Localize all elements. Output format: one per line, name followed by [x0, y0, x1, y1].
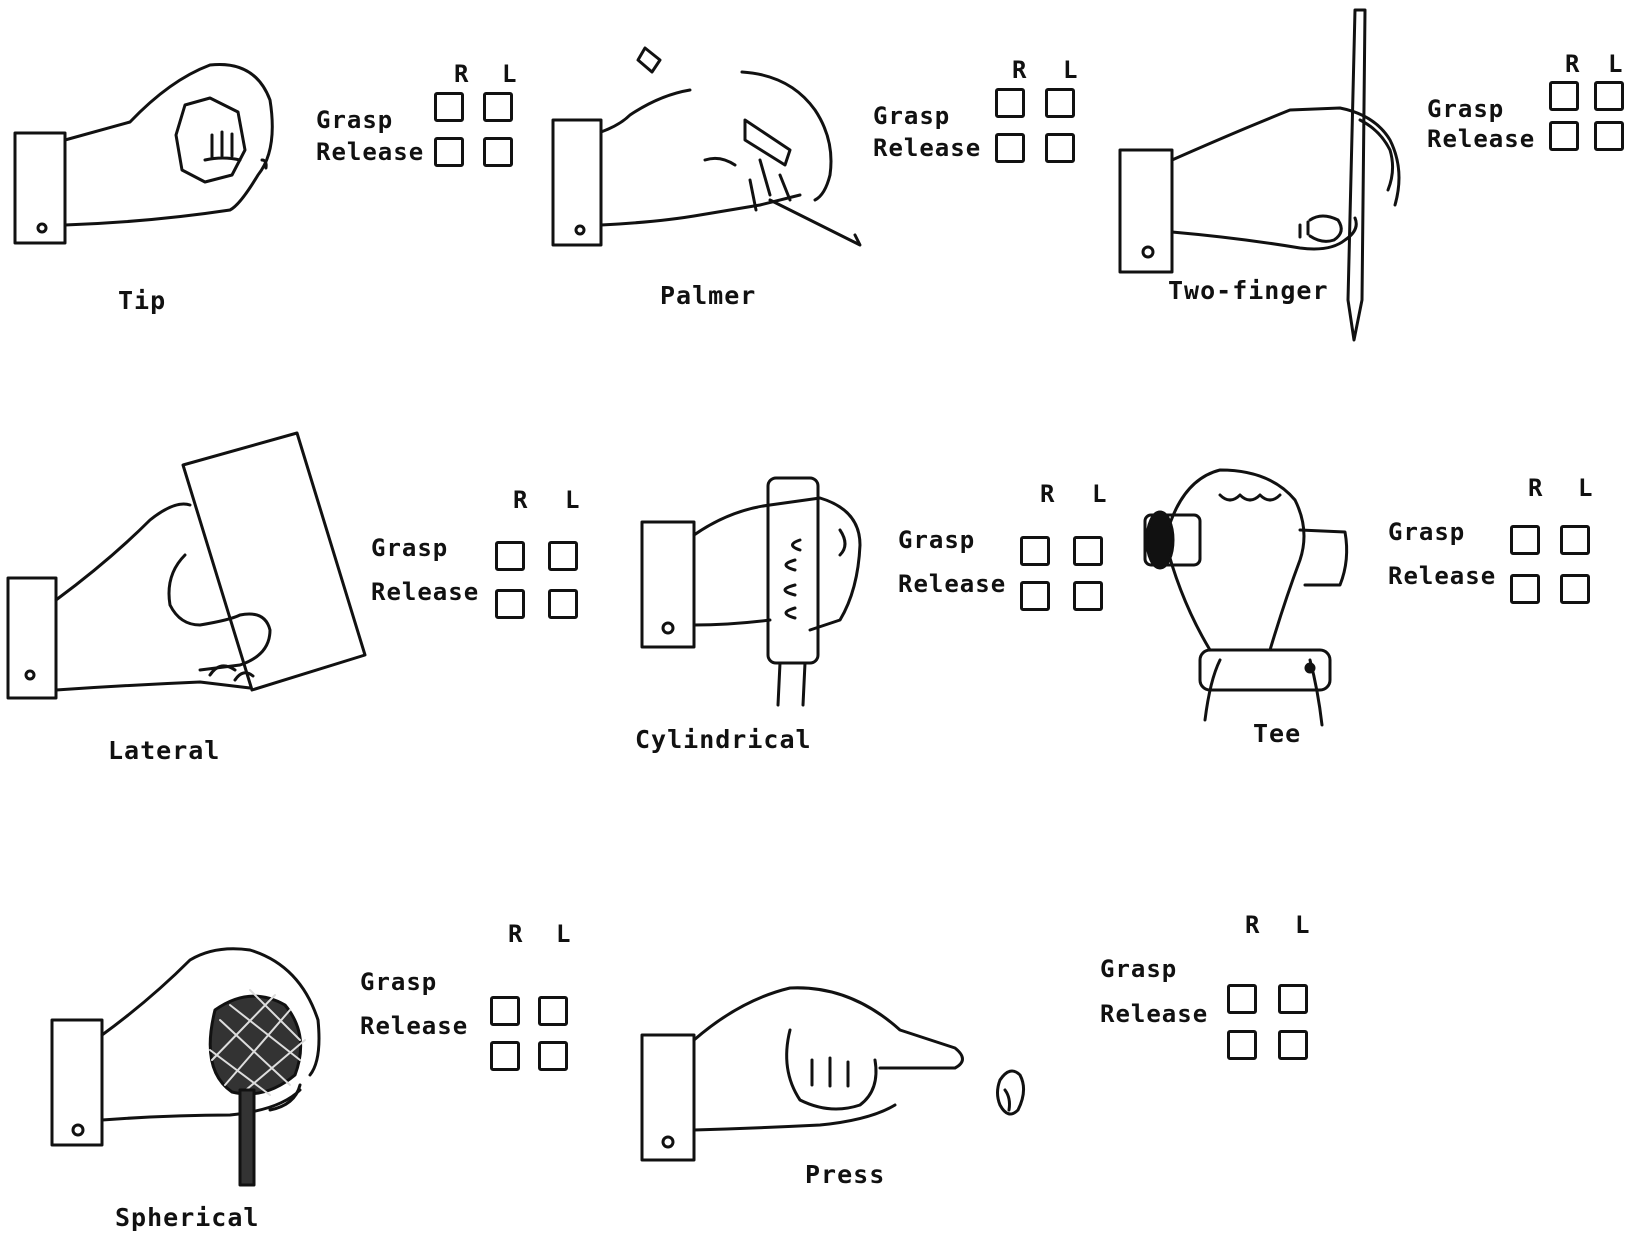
- tip-release-l-checkbox[interactable]: [483, 137, 513, 167]
- tee-col-r-header: R: [1528, 474, 1544, 502]
- press-col-r-header: R: [1245, 911, 1261, 939]
- lateral-release-label: Release: [371, 578, 480, 606]
- cylindrical-release-label: Release: [898, 570, 1007, 598]
- palmer-caption: Palmer: [660, 281, 757, 310]
- cylindrical-grasp-r-checkbox[interactable]: [1020, 536, 1050, 566]
- tee-grasp-r-checkbox[interactable]: [1510, 525, 1540, 555]
- cylindrical-grasp-l-checkbox[interactable]: [1073, 536, 1103, 566]
- spherical-release-l-checkbox[interactable]: [538, 1041, 568, 1071]
- press-caption: Press: [805, 1160, 886, 1189]
- palmer-col-r-header: R: [1012, 56, 1028, 84]
- palmer-release-label: Release: [873, 134, 982, 162]
- tee-grasp-l-checkbox[interactable]: [1560, 525, 1590, 555]
- press-hand-illustration: [640, 986, 1025, 1162]
- spherical-col-l-header: L: [556, 920, 572, 948]
- press-release-l-checkbox[interactable]: [1278, 1030, 1308, 1060]
- press-grasp-label: Grasp: [1100, 955, 1178, 983]
- spherical-release-r-checkbox[interactable]: [490, 1041, 520, 1071]
- tee-caption: Tee: [1253, 719, 1302, 748]
- two-finger-grasp-label: Grasp: [1427, 95, 1505, 123]
- tip-grasp-label: Grasp: [316, 106, 394, 134]
- tee-hand-illustration: [1143, 468, 1349, 727]
- two-finger-caption: Two-finger: [1168, 276, 1329, 305]
- cylindrical-caption: Cylindrical: [635, 725, 812, 754]
- cylindrical-hand-illustration: [640, 476, 862, 707]
- two-finger-grasp-r-checkbox[interactable]: [1549, 81, 1579, 111]
- spherical-grasp-r-checkbox[interactable]: [490, 996, 520, 1026]
- lateral-release-l-checkbox[interactable]: [548, 589, 578, 619]
- lateral-caption: Lateral: [108, 736, 221, 765]
- palmer-grasp-l-checkbox[interactable]: [1045, 88, 1075, 118]
- palmer-release-l-checkbox[interactable]: [1045, 133, 1075, 163]
- spherical-caption: Spherical: [115, 1203, 260, 1232]
- press-release-r-checkbox[interactable]: [1227, 1030, 1257, 1060]
- cylindrical-grasp-label: Grasp: [898, 526, 976, 554]
- tip-col-l-header: L: [502, 60, 518, 88]
- tee-release-label: Release: [1388, 562, 1497, 590]
- tee-release-l-checkbox[interactable]: [1560, 574, 1590, 604]
- cylindrical-col-r-header: R: [1040, 480, 1056, 508]
- two-finger-col-l-header: L: [1608, 50, 1624, 78]
- press-grasp-l-checkbox[interactable]: [1278, 984, 1308, 1014]
- two-finger-release-label: Release: [1427, 125, 1536, 153]
- tee-release-r-checkbox[interactable]: [1510, 574, 1540, 604]
- spherical-hand-illustration: [50, 947, 321, 1187]
- spherical-release-label: Release: [360, 1012, 469, 1040]
- palmer-col-l-header: L: [1063, 56, 1079, 84]
- lateral-col-r-header: R: [513, 486, 529, 514]
- tee-grasp-label: Grasp: [1388, 518, 1466, 546]
- lateral-hand-illustration: [6, 431, 367, 700]
- cylindrical-col-l-header: L: [1092, 480, 1108, 508]
- palmer-grasp-label: Grasp: [873, 102, 951, 130]
- press-release-label: Release: [1100, 1000, 1209, 1028]
- lateral-grasp-label: Grasp: [371, 534, 449, 562]
- two-finger-col-r-header: R: [1565, 50, 1581, 78]
- lateral-grasp-r-checkbox[interactable]: [495, 541, 525, 571]
- tip-release-label: Release: [316, 138, 425, 166]
- press-grasp-r-checkbox[interactable]: [1227, 984, 1257, 1014]
- lateral-col-l-header: L: [565, 486, 581, 514]
- tip-grasp-l-checkbox[interactable]: [483, 92, 513, 122]
- two-finger-hand-illustration: [1118, 8, 1401, 342]
- lateral-release-r-checkbox[interactable]: [495, 589, 525, 619]
- cylindrical-release-r-checkbox[interactable]: [1020, 581, 1050, 611]
- spherical-grasp-label: Grasp: [360, 968, 438, 996]
- palmer-release-r-checkbox[interactable]: [995, 133, 1025, 163]
- tip-grasp-r-checkbox[interactable]: [434, 92, 464, 122]
- press-col-l-header: L: [1295, 911, 1311, 939]
- palmer-grasp-r-checkbox[interactable]: [995, 88, 1025, 118]
- spherical-grasp-l-checkbox[interactable]: [538, 996, 568, 1026]
- tee-col-l-header: L: [1578, 474, 1594, 502]
- palmer-hand-illustration: [551, 46, 862, 247]
- tip-hand-illustration: [13, 62, 274, 245]
- cylindrical-release-l-checkbox[interactable]: [1073, 581, 1103, 611]
- lateral-grasp-l-checkbox[interactable]: [548, 541, 578, 571]
- spherical-col-r-header: R: [508, 920, 524, 948]
- two-finger-release-r-checkbox[interactable]: [1549, 121, 1579, 151]
- tip-caption: Tip: [118, 286, 167, 315]
- two-finger-grasp-l-checkbox[interactable]: [1594, 81, 1624, 111]
- tip-release-r-checkbox[interactable]: [434, 137, 464, 167]
- tip-col-r-header: R: [454, 60, 470, 88]
- two-finger-release-l-checkbox[interactable]: [1594, 121, 1624, 151]
